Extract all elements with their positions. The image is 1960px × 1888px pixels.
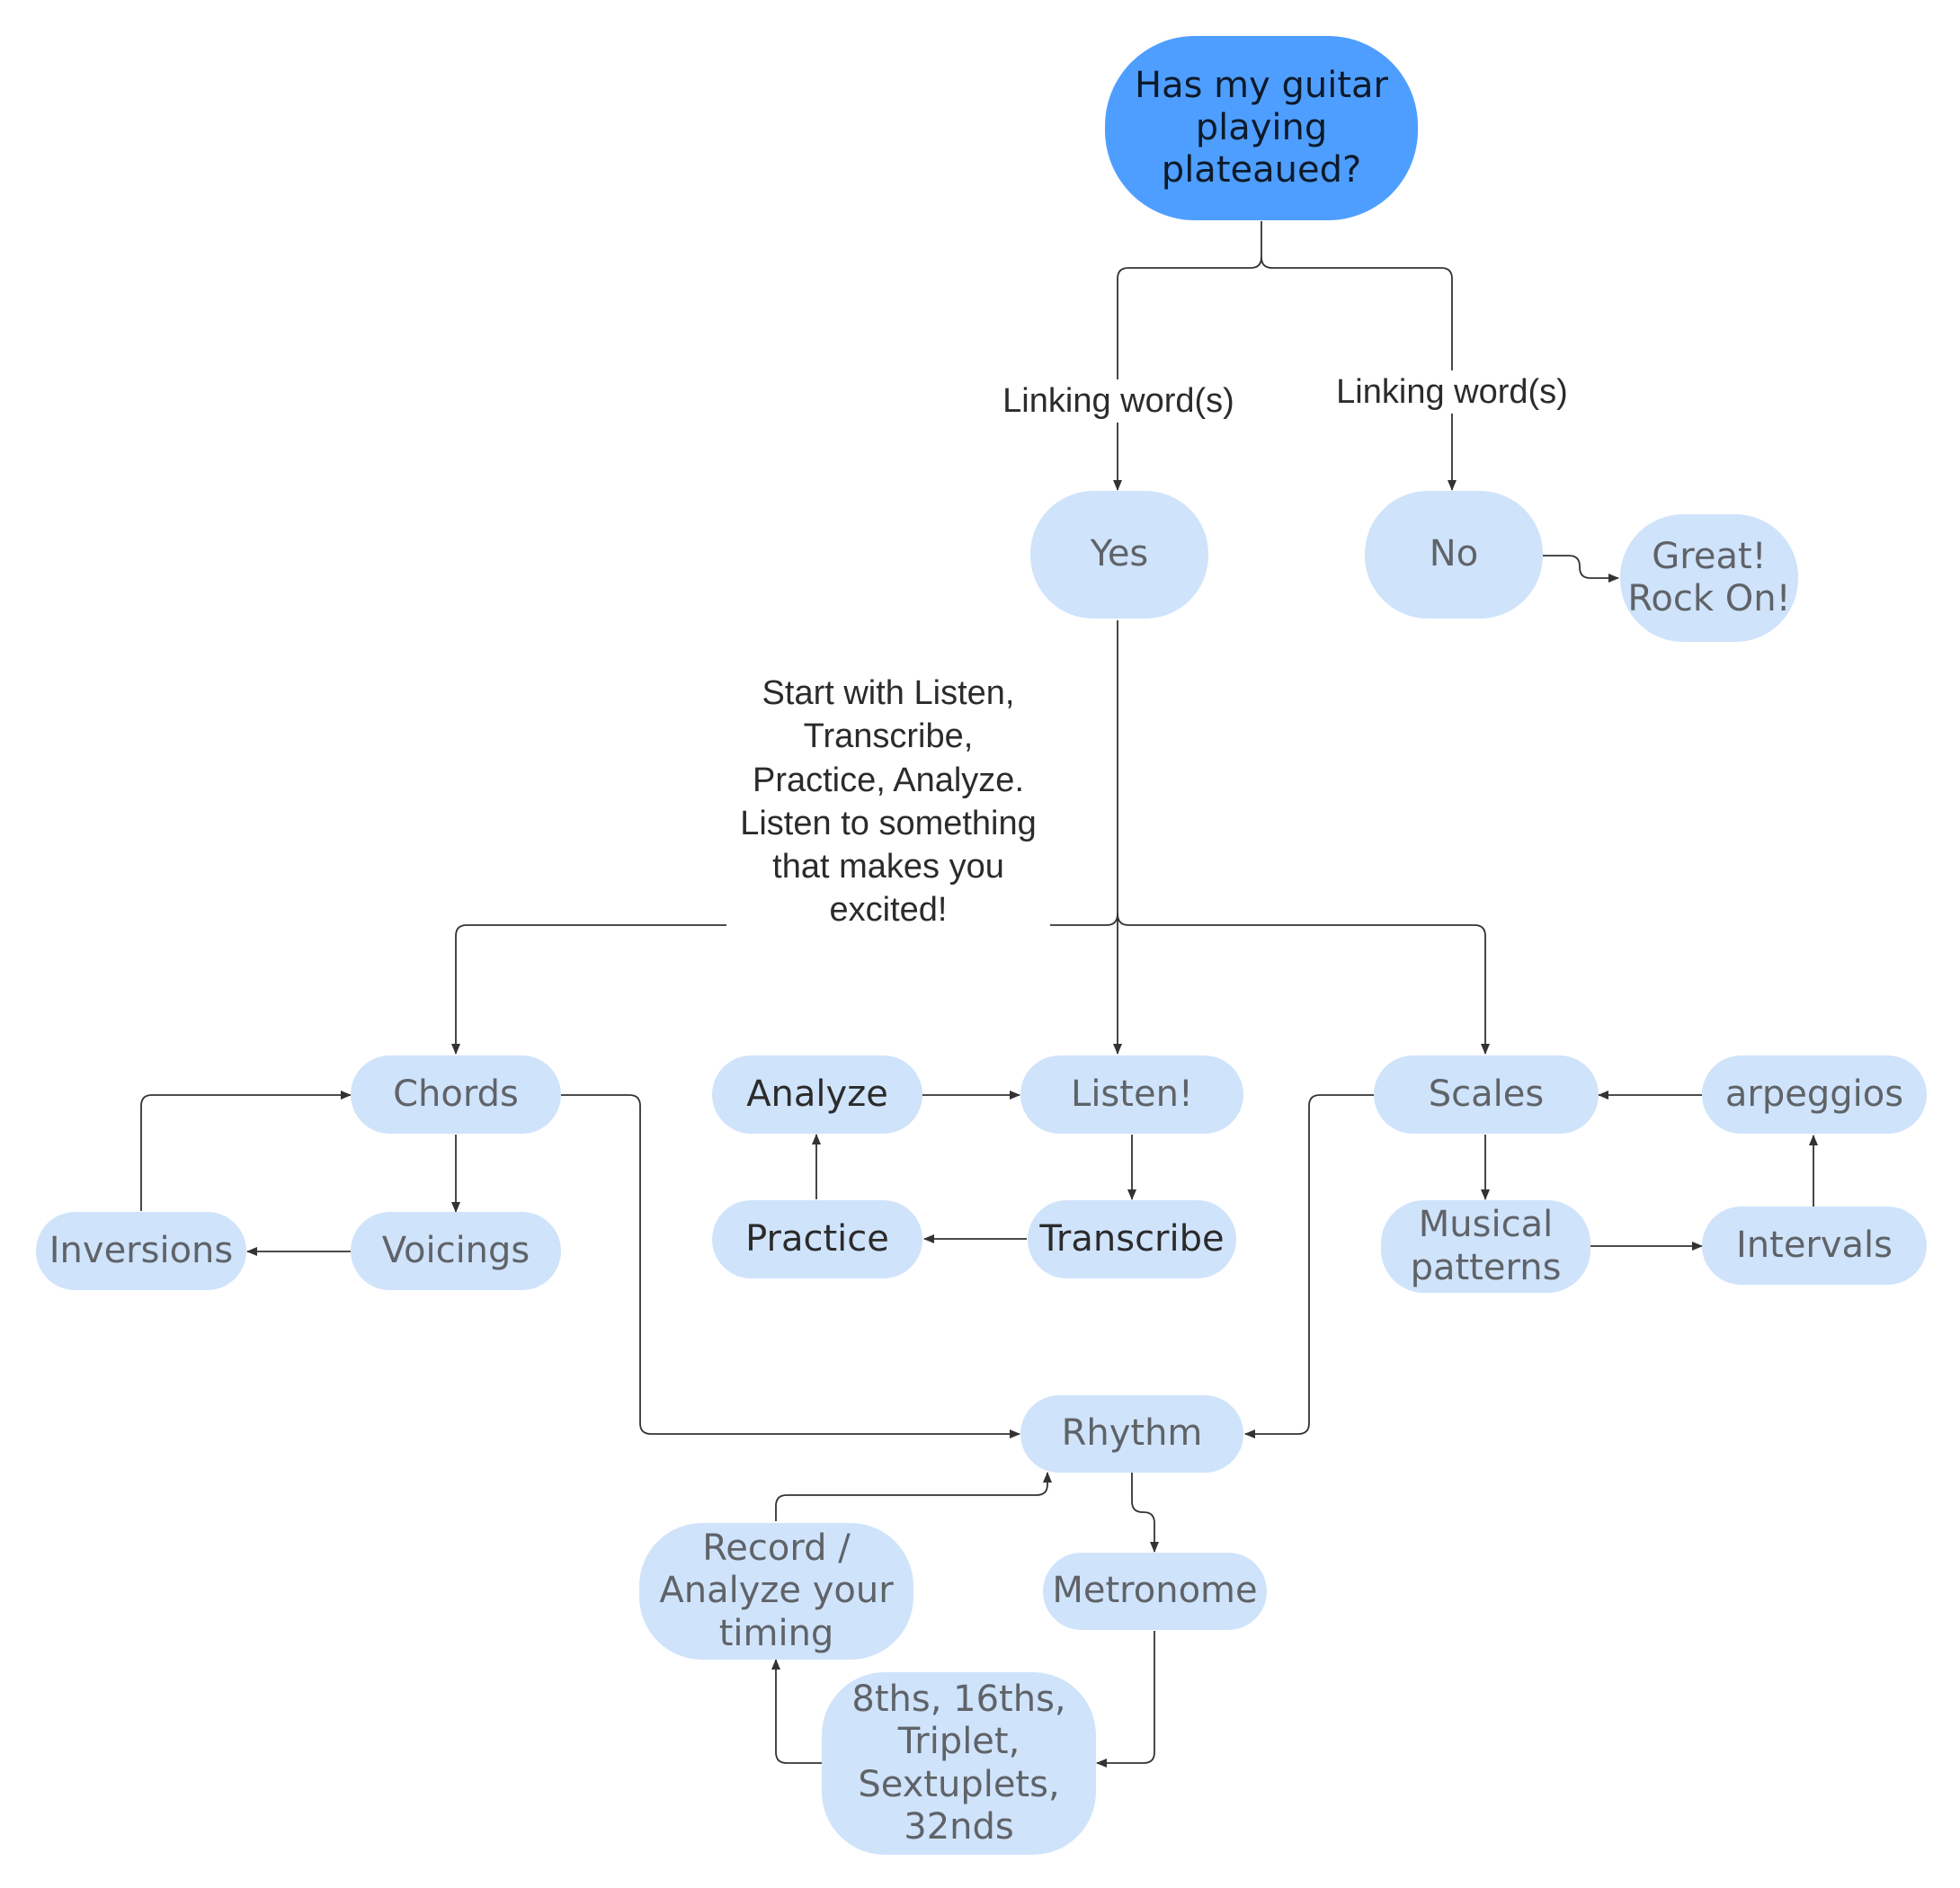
yes-node[interactable]: Yes xyxy=(1030,491,1208,619)
record-analyze-timing-node[interactable]: Record / Analyze your timing xyxy=(639,1523,913,1660)
arpeggios-node[interactable]: arpeggios xyxy=(1702,1055,1927,1134)
chords-node[interactable]: Chords xyxy=(351,1055,561,1134)
rhythm-node[interactable]: Rhythm xyxy=(1020,1395,1243,1473)
no-node[interactable]: No xyxy=(1365,491,1543,619)
edge-no-great xyxy=(1541,555,1619,583)
linking-label-yes: Linking word(s) xyxy=(996,379,1241,423)
edge-scales-rhythm xyxy=(1244,1094,1374,1438)
voicings-node[interactable]: Voicings xyxy=(351,1212,561,1290)
inversions-node[interactable]: Inversions xyxy=(36,1212,246,1290)
listen-node[interactable]: Listen! xyxy=(1020,1055,1243,1134)
edge-chords-rhythm xyxy=(561,1094,1020,1438)
root-question-node[interactable]: Has my guitar playing plateaued? xyxy=(1105,36,1418,220)
edge-record-rhythm xyxy=(775,1472,1052,1521)
musical-patterns-node[interactable]: Musical patterns xyxy=(1381,1200,1590,1293)
edge-metronome-subdivisions xyxy=(1096,1631,1155,1768)
practice-node[interactable]: Practice xyxy=(712,1200,922,1278)
scales-node[interactable]: Scales xyxy=(1374,1055,1599,1134)
edge-rhythm-metronome xyxy=(1131,1473,1159,1553)
edge-root-yes xyxy=(1113,221,1262,491)
edge-inversions-chords xyxy=(140,1091,352,1211)
start-note-label: Start with Listen, Transcribe, Practice,… xyxy=(726,672,1050,932)
linking-label-no: Linking word(s) xyxy=(1331,370,1573,414)
analyze-node[interactable]: Analyze xyxy=(712,1055,922,1134)
edge-root-no xyxy=(1261,256,1457,491)
metronome-node[interactable]: Metronome xyxy=(1043,1553,1267,1630)
subdivisions-node[interactable]: 8ths, 16ths, Triplet, Sextuplets, 32nds xyxy=(822,1672,1096,1855)
great-rock-on-node[interactable]: Great! Rock On! xyxy=(1620,514,1798,642)
intervals-node[interactable]: Intervals xyxy=(1702,1207,1927,1285)
transcribe-node[interactable]: Transcribe xyxy=(1028,1200,1236,1278)
edge-yes-scales xyxy=(1117,913,1490,1055)
edge-subdivisions-record xyxy=(771,1659,822,1764)
edge-yes-chords xyxy=(451,913,1118,1055)
